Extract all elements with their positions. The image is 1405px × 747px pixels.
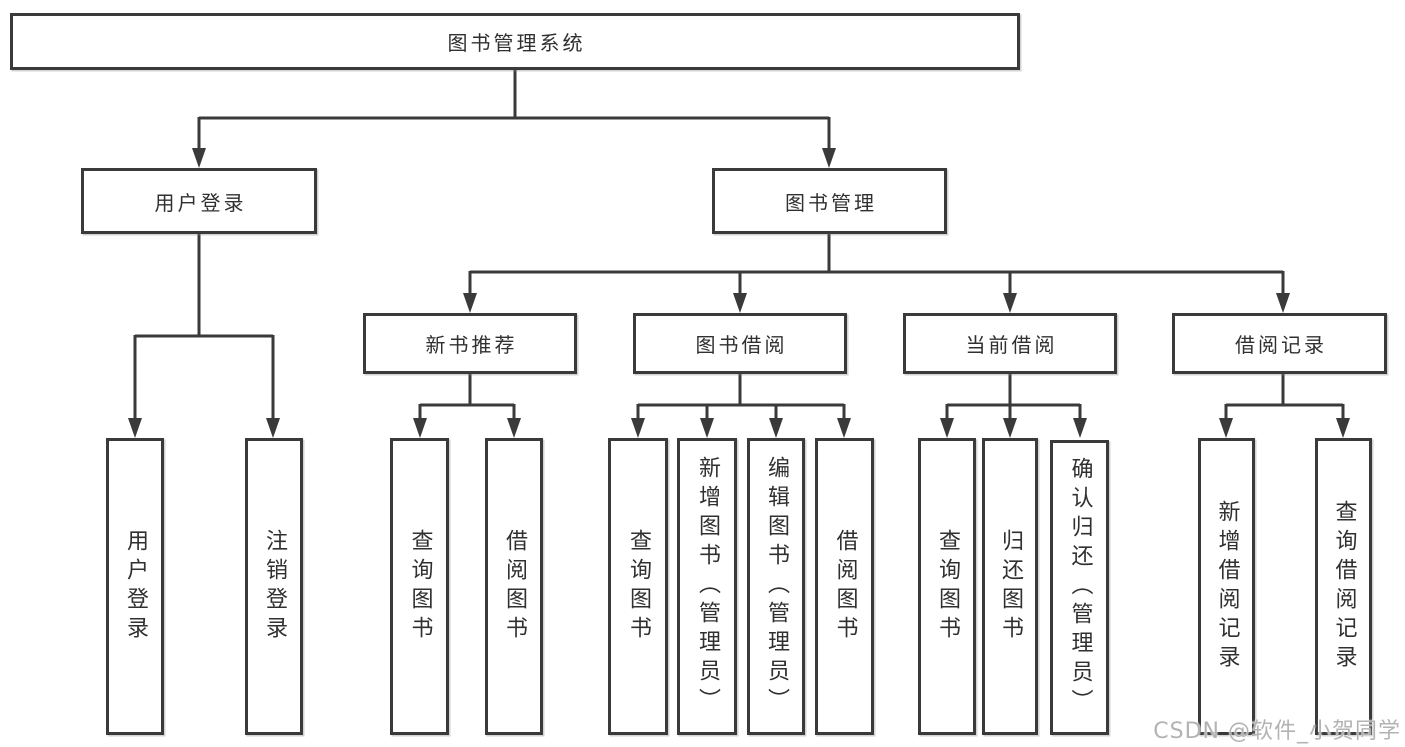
- leaf-borrow-query-book: 查询图书: [608, 438, 668, 735]
- leaf-user-login: 用户登录: [106, 438, 164, 735]
- leaf-query-borrow-record: 查询借阅记录: [1315, 438, 1372, 735]
- arrowhead: [1219, 418, 1233, 438]
- node-new-book-recommend: 新书推荐: [363, 313, 577, 374]
- arrowhead: [700, 418, 714, 438]
- arrowhead: [192, 148, 206, 168]
- leaf-add-borrow-record: 新增借阅记录: [1198, 438, 1255, 735]
- connector-book-borrow: [636, 374, 846, 421]
- connector-root: [197, 70, 831, 150]
- arrowhead: [631, 418, 645, 438]
- node-root: 图书管理系统: [10, 13, 1020, 70]
- node-borrow-records: 借阅记录: [1172, 313, 1387, 374]
- node-book-management: 图书管理: [712, 168, 947, 234]
- arrowheads: [128, 148, 1350, 438]
- leaf-logout: 注销登录: [245, 438, 303, 735]
- connector-current-borrow: [945, 374, 1082, 421]
- leaf-confirm-return-admin: 确认归还（管理员）: [1050, 440, 1109, 735]
- connector-new-book-recommend: [418, 374, 516, 421]
- arrowhead: [413, 418, 427, 438]
- arrowhead: [940, 418, 954, 438]
- arrowhead: [128, 418, 142, 438]
- arrowhead: [507, 418, 521, 438]
- leaf-current-query-book: 查询图书: [918, 438, 976, 735]
- node-current-borrow: 当前借阅: [903, 313, 1117, 374]
- leaf-borrow-book: 借阅图书: [815, 438, 874, 735]
- leaf-add-book-admin: 新增图书（管理员）: [677, 438, 737, 735]
- arrowhead: [1003, 418, 1017, 438]
- arrowhead: [822, 148, 836, 168]
- node-user-login: 用户登录: [81, 168, 317, 234]
- connector-book-management: [468, 234, 1285, 296]
- leaf-edit-book-admin: 编辑图书（管理员）: [747, 438, 805, 735]
- arrowhead: [266, 418, 280, 438]
- arrowhead: [1336, 418, 1350, 438]
- arrowhead: [837, 418, 851, 438]
- leaf-recommend-borrow-book: 借阅图书: [485, 438, 543, 735]
- connector-borrow-records: [1224, 374, 1345, 421]
- leaf-recommend-query-book: 查询图书: [390, 438, 449, 735]
- arrowhead: [1003, 293, 1017, 313]
- arrowhead: [463, 293, 477, 313]
- leaf-return-book: 归还图书: [982, 438, 1038, 735]
- arrowhead: [769, 418, 783, 438]
- node-book-borrow: 图书借阅: [633, 313, 847, 374]
- csdn-watermark: CSDN @软件_小贺同学: [1153, 719, 1401, 744]
- arrowhead: [1276, 293, 1290, 313]
- arrowhead: [733, 293, 747, 313]
- arrowhead: [1073, 418, 1087, 438]
- connector-user-login: [133, 234, 275, 420]
